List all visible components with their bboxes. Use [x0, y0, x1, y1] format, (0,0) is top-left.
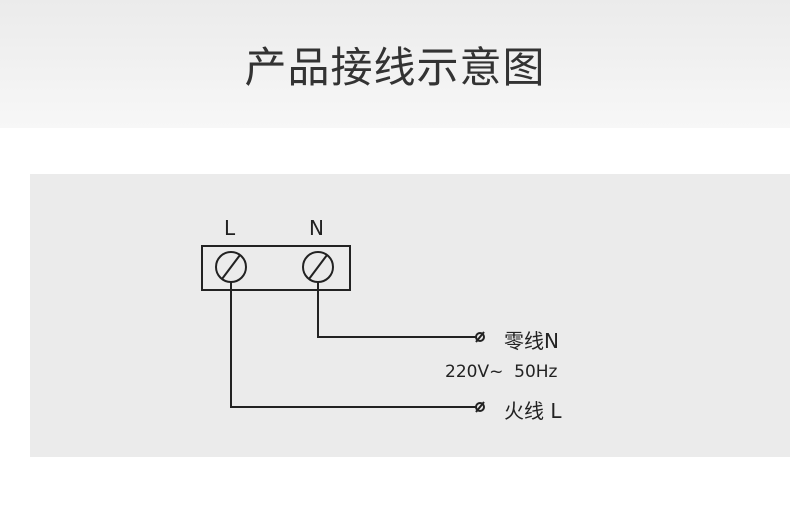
live-label: 火线 L	[504, 399, 562, 423]
screw-terminal-l-icon	[215, 251, 247, 283]
screw-terminal-n-icon	[302, 251, 334, 283]
neutral-end-terminal-icon	[475, 331, 485, 343]
page-title: 产品接线示意图	[244, 43, 546, 92]
wiring-diagram-panel	[30, 174, 790, 457]
terminal-block	[201, 245, 351, 291]
terminal-label-n: N	[309, 216, 324, 240]
live-end-terminal-icon	[475, 401, 485, 413]
header: 产品接线示意图	[0, 0, 790, 128]
live-wire	[230, 282, 476, 408]
neutral-label: 零线N	[504, 329, 559, 353]
supply-label: 220V~ 50Hz	[445, 362, 558, 382]
neutral-wire	[317, 282, 476, 338]
terminal-label-l: L	[224, 216, 236, 240]
